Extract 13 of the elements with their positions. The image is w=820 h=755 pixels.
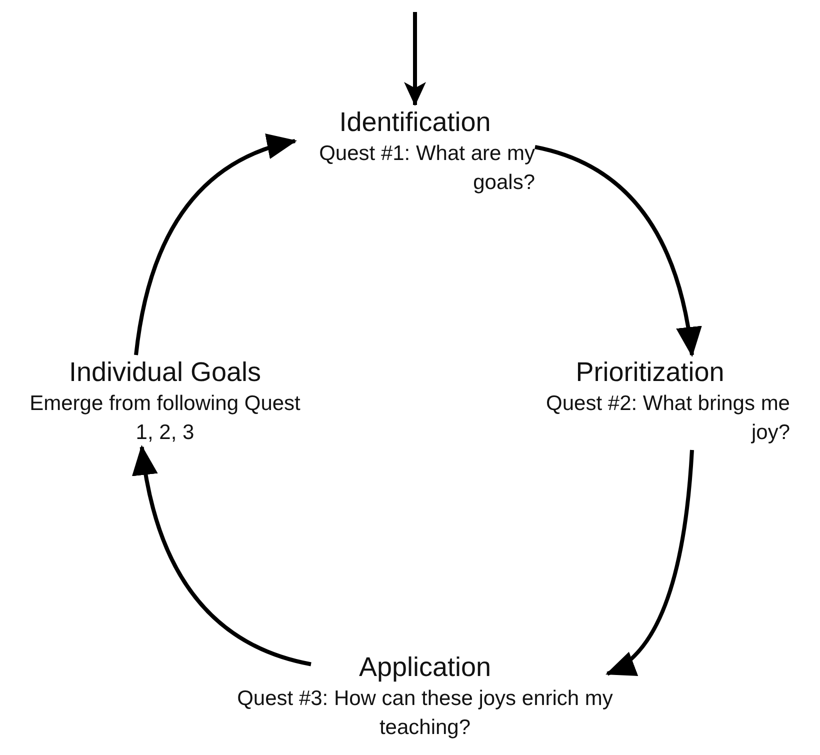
cycle-arrow <box>606 450 694 676</box>
cycle-arrow <box>134 135 297 356</box>
stage-question: Emerge from following Quest 1, 2, 3 <box>28 391 302 446</box>
cycle-arrow <box>534 145 701 357</box>
stage-title: Individual Goals <box>68 356 262 389</box>
stage-question: Quest #1: What are my goals? <box>318 141 535 196</box>
cycle-arrow <box>404 12 426 106</box>
stage-title: Application <box>358 651 492 684</box>
stage-question: Quest #3: How can these joys enrich my teaching? <box>236 686 614 741</box>
stage-title: Prioritization <box>574 356 726 389</box>
stage-question: Quest #2: What brings me joy? <box>545 391 790 446</box>
cycle-arrow <box>132 445 312 666</box>
stage-title: Identification <box>338 106 492 139</box>
